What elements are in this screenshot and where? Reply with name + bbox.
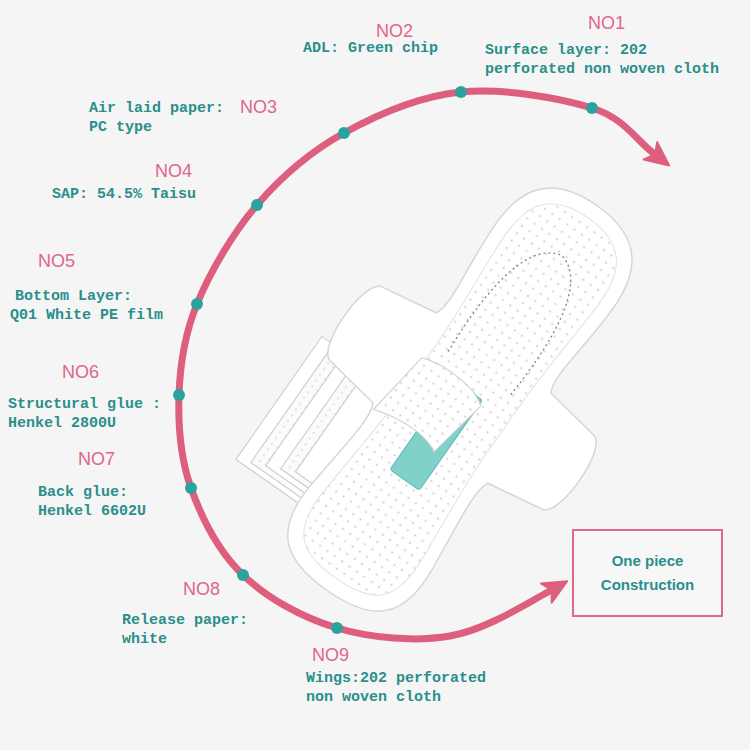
arc-dot — [237, 569, 249, 581]
layer-label: Structural glue : Henkel 2800U — [8, 395, 178, 433]
arc-dot — [331, 622, 343, 634]
arc-dot — [191, 298, 203, 310]
arc-dot — [586, 102, 598, 114]
layer-label: Surface layer: 202 perforated non woven … — [485, 41, 735, 79]
callout-number: NO6 — [62, 361, 99, 383]
callout-number: NO1 — [588, 12, 625, 34]
layer-label: ADL: Green chip — [303, 39, 473, 58]
callout-number: NO8 — [183, 578, 220, 600]
callout-number: NO7 — [78, 448, 115, 470]
arc-dot — [185, 482, 197, 494]
layer-label: Bottom Layer: Q01 White PE film — [10, 287, 166, 325]
emboss-line — [447, 233, 594, 396]
layer-label: Back glue: Henkel 6602U — [38, 483, 158, 521]
callout-number: NO2 — [376, 20, 413, 42]
callout-number: NO5 — [38, 250, 75, 272]
arc-dot — [455, 86, 467, 98]
callout-number: NO9 — [312, 644, 349, 666]
arrow-head — [644, 142, 670, 166]
callout-number: NO3 — [240, 96, 277, 118]
arc-dot — [251, 199, 263, 211]
layer-label: SAP: 54.5% Taisu — [52, 185, 222, 204]
arc-dots — [173, 86, 598, 634]
callout-number: NO4 — [155, 160, 192, 182]
box-text: One piece Construction — [574, 549, 721, 597]
arc-dot — [338, 127, 350, 139]
arrow-head — [541, 581, 567, 602]
peeled-flap — [374, 348, 488, 459]
arc-dot — [173, 389, 185, 401]
layer-label: Release paper: white — [122, 611, 262, 649]
layer-label: Wings:202 perforated non woven cloth — [306, 669, 506, 707]
layer-label: Air laid paper: PC type — [89, 99, 239, 137]
text-box: One piece Construction — [572, 529, 723, 617]
